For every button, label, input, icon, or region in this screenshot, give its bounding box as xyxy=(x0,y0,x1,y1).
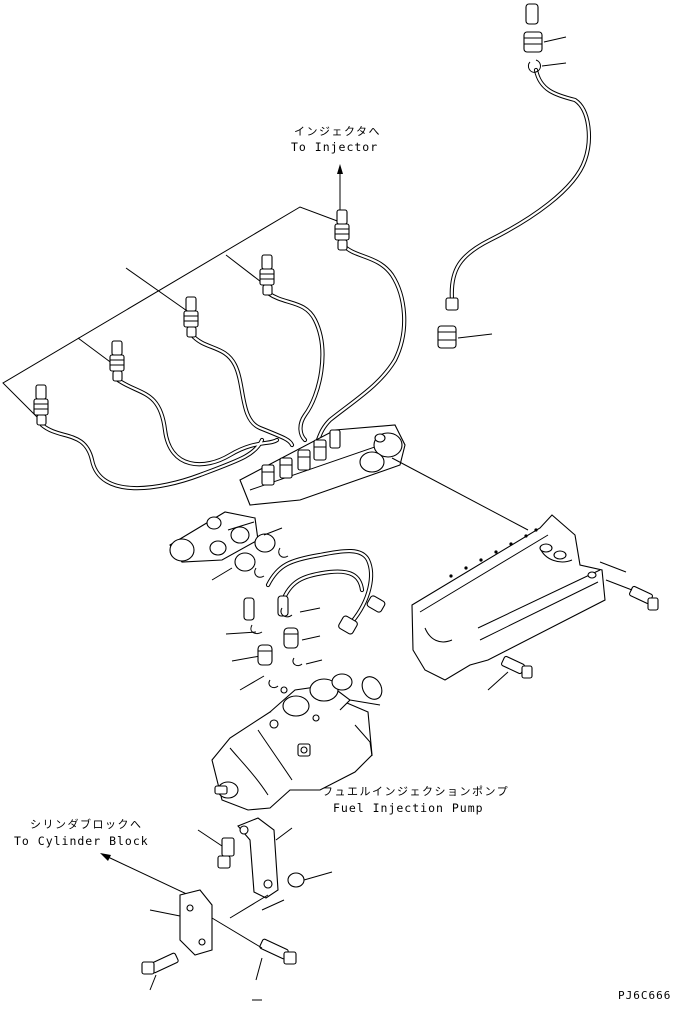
label-to-cylinder-en: To Cylinder Block xyxy=(14,834,149,848)
return-fitting xyxy=(437,297,493,349)
drawing-code: PJ6C666 xyxy=(618,989,671,1002)
label-to-injector-jp: インジェクタへ xyxy=(294,125,381,138)
fuel-injection-pump xyxy=(211,673,383,811)
label-fuel-pump-en: Fuel Injection Pump xyxy=(333,801,484,815)
delivery-valve-fittings xyxy=(243,595,386,689)
cylinder-block-bolts xyxy=(141,917,297,1001)
injector-nozzle-3 xyxy=(183,296,199,338)
label-to-cylinder-jp: シリンダブロックへ xyxy=(30,817,143,831)
injector-nozzle-5 xyxy=(334,209,350,251)
leader-lines-left xyxy=(211,521,323,911)
label-to-injector-en: To Injector xyxy=(291,140,378,154)
injector-nozzle-1 xyxy=(33,384,49,426)
filter-head xyxy=(169,511,259,563)
leader-manifold-bracket xyxy=(391,457,529,531)
injection-pipes xyxy=(39,67,591,625)
delivery-manifold xyxy=(239,424,406,506)
injector-nozzle-4 xyxy=(259,254,275,296)
cylinder-block-plate xyxy=(149,889,213,956)
injector-group-bracket xyxy=(2,206,341,421)
banjo-bolts xyxy=(234,533,289,578)
arrow-to-injector xyxy=(337,164,343,210)
top-fitting xyxy=(523,3,567,73)
mounting-bracket xyxy=(411,514,606,681)
injector-nozzle-2 xyxy=(109,340,125,382)
bracket-bolts xyxy=(487,561,659,691)
pump-support-bracket xyxy=(197,817,333,919)
label-fuel-pump-jp: フュエルインジェクションポンプ xyxy=(322,785,509,798)
